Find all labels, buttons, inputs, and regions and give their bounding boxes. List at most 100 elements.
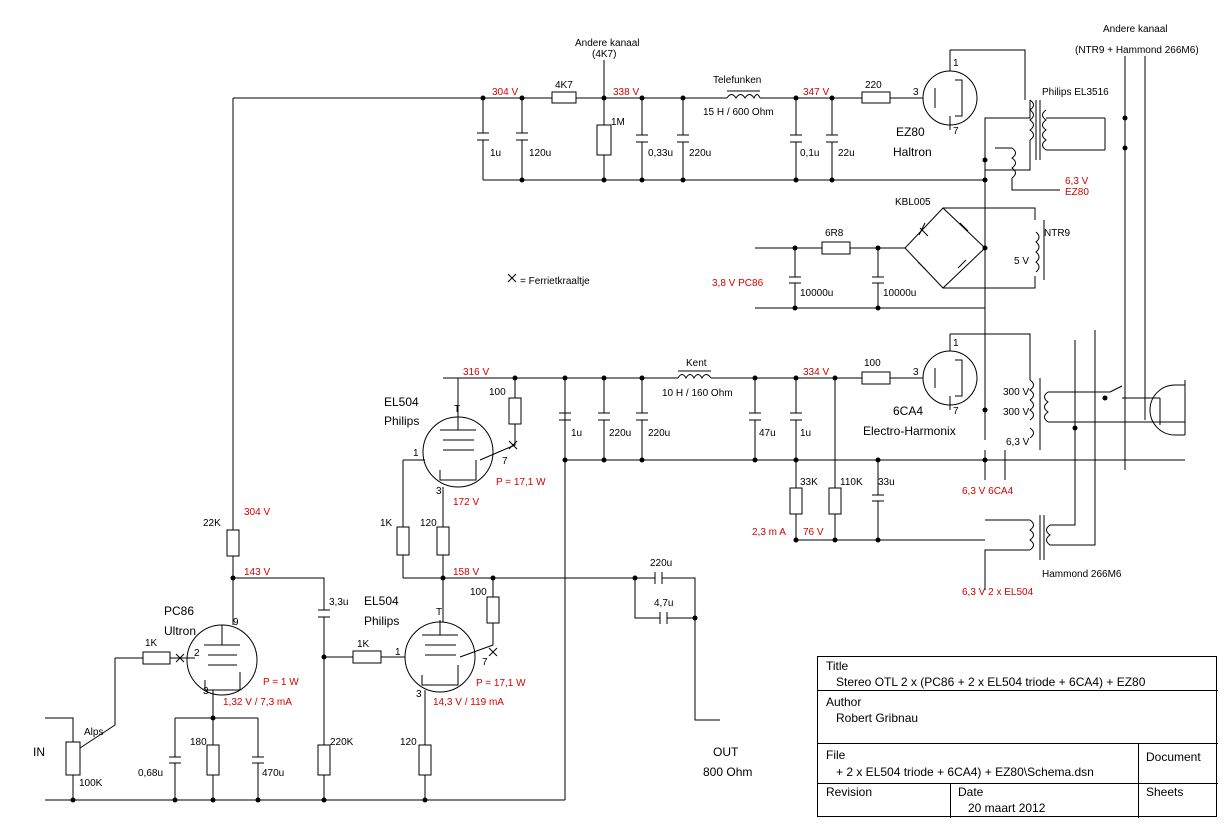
file-label: File <box>826 748 846 762</box>
transformer-el3516 <box>1029 99 1034 141</box>
label-hammond: Hammond 266M6 <box>1042 569 1122 580</box>
label-telefunken-spec: 15 H / 600 Ohm <box>703 107 774 118</box>
label-el504-b-maker: Philips <box>364 614 399 628</box>
heater-63: 6,3 V <box>1006 437 1030 448</box>
label-other-channel-right: Andere kanaal <box>1103 24 1168 35</box>
label-6r8: 6R8 <box>825 228 844 239</box>
voltage-334: 334 V <box>803 367 829 378</box>
resistor-1k-feedback <box>396 526 410 556</box>
pin-1-6ca4: 1 <box>953 338 959 349</box>
resistor-22k <box>226 529 240 557</box>
potentiometer-alps <box>65 741 81 776</box>
ferrite-marker <box>175 273 518 663</box>
date-label: Date <box>958 785 984 799</box>
voltage-347: 347 V <box>803 87 829 98</box>
resistor-120-mid <box>436 526 450 556</box>
voltage-304-mid: 304 V <box>244 507 270 518</box>
pin-3-pc86: 3 <box>203 686 209 697</box>
resistor-6r8 <box>821 241 851 255</box>
title-value: Stereo OTL 2 x (PC86 + 2 x EL504 triode … <box>836 675 1146 689</box>
label-1u-c: 1u <box>800 428 811 439</box>
pin-3-ez80: 3 <box>913 87 919 98</box>
pin-7-el504b: 7 <box>482 657 488 668</box>
resistor-100-top <box>508 397 522 425</box>
label-100-bottom: 100 <box>470 587 487 598</box>
label-120-bottom: 120 <box>400 737 417 748</box>
mains-plug <box>1149 384 1185 436</box>
label-01u: 0,1u <box>800 148 819 159</box>
label-068u: 0,68u <box>138 768 163 779</box>
label-el504-b: EL504 <box>364 594 399 608</box>
resistor-1k-input <box>142 651 171 665</box>
author-value: Robert Gribnau <box>836 711 919 725</box>
resistor-33k <box>789 487 803 515</box>
output-stage <box>324 377 720 800</box>
pin-7-ez80: 7 <box>953 126 959 137</box>
resistor-100-6ca4 <box>861 371 891 385</box>
label-1u-b: 1u <box>571 428 582 439</box>
label-10000u-b: 10000u <box>883 288 916 299</box>
ez80-supply-section <box>232 49 1146 530</box>
revision-label: Revision <box>826 785 873 799</box>
label-other-channel-top: Andere kanaal <box>575 38 640 49</box>
pin-1-el504a: 1 <box>413 448 419 459</box>
pin-3-6ca4: 3 <box>913 367 919 378</box>
label-other-channel-right-value: (NTR9 + Hammond 266M6) <box>1075 45 1199 56</box>
voltage-338: 338 V <box>613 87 639 98</box>
pin-t-top: T <box>454 404 460 415</box>
label-100-top: 100 <box>489 387 506 398</box>
label-100-6ca4: 100 <box>864 358 881 369</box>
label-4k7: 4K7 <box>555 80 573 91</box>
opoint-pc86: 1,32 V / 7,3 mA <box>223 697 292 708</box>
transformer-hammond <box>1029 519 1034 551</box>
voltage-172: 172 V <box>453 497 479 508</box>
pin-3-el504b: 3 <box>416 689 422 700</box>
resistor-220 <box>861 91 891 104</box>
label-alps: Alps <box>84 727 103 738</box>
heater-el504: 6,3 V 2 x EL504 <box>962 587 1034 598</box>
label-1k-input: 1K <box>145 638 158 649</box>
voltage-143: 143 V <box>244 567 270 578</box>
label-out: OUT <box>713 745 739 759</box>
label-other-channel-top-value: (4K7) <box>592 49 616 60</box>
power-pc86: P = 1 W <box>263 677 299 688</box>
choke-kent <box>677 374 712 380</box>
label-220k: 220K <box>330 737 354 748</box>
sheets-label: Sheets <box>1146 785 1184 799</box>
label-120-mid: 120 <box>420 518 437 529</box>
title-block: Title Stereo OTL 2 x (PC86 + 2 x EL504 t… <box>817 656 1218 818</box>
voltage-158: 158 V <box>453 567 479 578</box>
label-haltron: Haltron <box>893 145 932 159</box>
label-telefunken: Telefunken <box>713 75 761 86</box>
date-value: 20 maart 2012 <box>968 801 1046 815</box>
label-in: IN <box>33 745 45 759</box>
resistor-220k <box>317 744 331 776</box>
label-47u-out: 4,7u <box>654 598 673 609</box>
pin-3-el504a: 3 <box>436 486 442 497</box>
power-el504-bottom: P = 17,1 W <box>476 678 526 689</box>
label-kent-spec: 10 H / 160 Ohm <box>662 388 733 399</box>
voltage-316: 316 V <box>463 367 489 378</box>
label-22k: 22K <box>203 518 221 529</box>
label-el504-a: EL504 <box>384 395 419 409</box>
pc86-heater-supply <box>755 207 1045 311</box>
label-47u: 47u <box>759 428 776 439</box>
label-1m: 1M <box>611 117 625 128</box>
resistor-100-bottom <box>486 596 500 624</box>
resistor-180 <box>206 744 220 776</box>
label-1k-feedback: 1K <box>380 518 393 529</box>
label-220u-a: 220u <box>689 148 711 159</box>
label-180: 180 <box>190 737 207 748</box>
resistor-120-bottom <box>418 744 432 776</box>
label-1u-a: 1u <box>490 148 501 159</box>
pin-7-el504a: 7 <box>502 456 508 467</box>
pin-2-pc86: 2 <box>194 648 200 659</box>
label-100k: 100K <box>79 778 103 789</box>
file-value: + 2 x EL504 triode + 6CA4) + EZ80\Schema… <box>836 765 1094 779</box>
heater-5v: 5 V <box>1014 256 1029 267</box>
pin-1-el504b: 1 <box>395 647 401 658</box>
label-6ca4: 6CA4 <box>893 404 923 418</box>
voltage-76: 76 V <box>803 527 824 538</box>
pin-t-bottom: T <box>436 607 442 618</box>
